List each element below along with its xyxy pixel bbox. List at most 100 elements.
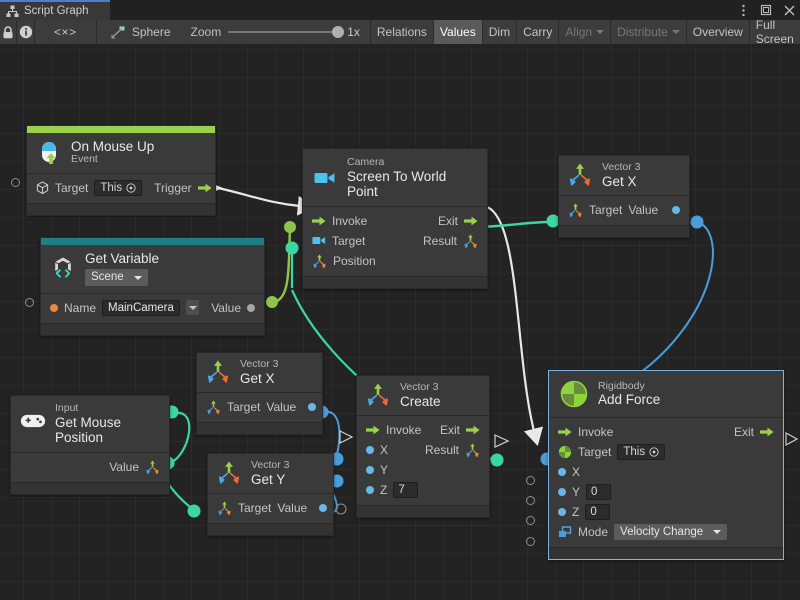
port-row-z[interactable]: Z 0 — [549, 502, 783, 522]
edge-arrow-create-exit — [494, 434, 510, 448]
value-port-dot[interactable] — [308, 402, 317, 411]
target-value-pill[interactable]: This — [94, 179, 143, 196]
info-icon[interactable] — [17, 20, 35, 44]
carry-button[interactable]: Carry — [517, 20, 560, 44]
invoke-label: Invoke — [578, 425, 614, 439]
port-row-target-value[interactable]: Target Value — [559, 200, 689, 220]
x-port-dot[interactable] — [558, 468, 566, 476]
dim-button[interactable]: Dim — [482, 20, 518, 44]
node-vector3-get-x-top[interactable]: Vector 3 Get X Target Value — [558, 155, 690, 238]
port-y-external[interactable] — [526, 496, 535, 505]
node-subtitle: Vector 3 — [400, 381, 439, 393]
port-row-invoke[interactable]: Invoke Exit — [357, 420, 489, 440]
x-port-dot[interactable] — [366, 445, 374, 454]
port-mode-external[interactable] — [526, 537, 535, 546]
node-rigidbody-add-force[interactable]: Rigidbody Add Force Invoke Exit Target T… — [526, 370, 784, 560]
zoom-slider-knob[interactable] — [332, 26, 345, 38]
port-row-target[interactable]: Target Result — [303, 231, 487, 251]
node-body: Target Value — [208, 492, 333, 523]
script-graph-tab[interactable]: Script Graph — [0, 0, 110, 20]
port-row-y[interactable]: Y 0 — [549, 482, 783, 502]
node-title: Get X — [602, 173, 637, 189]
z-input[interactable]: 7 — [393, 481, 419, 498]
fullscreen-button[interactable]: Full Screen — [749, 18, 800, 46]
y-input[interactable]: 0 — [586, 484, 612, 500]
z-input[interactable]: 0 — [585, 504, 611, 520]
flow-out-icon[interactable] — [760, 427, 774, 437]
node-on-mouse-up[interactable]: On Mouse Up Event Target This Trigger — [11, 125, 216, 216]
target-value-pill[interactable]: This — [617, 444, 666, 460]
port-row-mode[interactable]: Mode Velocity Change — [549, 522, 783, 542]
y-port-dot[interactable] — [558, 488, 566, 496]
port-row-target[interactable]: Target This Trigger — [27, 178, 215, 198]
node-body: Value — [11, 451, 169, 482]
values-button[interactable]: Values — [433, 20, 483, 44]
overview-button[interactable]: Overview — [686, 20, 750, 44]
mode-value: Velocity Change — [620, 526, 704, 538]
port-target-external[interactable] — [11, 178, 20, 187]
y-port-dot[interactable] — [366, 465, 374, 474]
zoom-slider[interactable] — [228, 26, 345, 38]
port-row-invoke[interactable]: Invoke Exit — [549, 422, 783, 442]
port-row-invoke[interactable]: Invoke Exit — [303, 211, 487, 231]
relations-button[interactable]: Relations — [369, 20, 434, 44]
port-row-target[interactable]: Target This — [549, 442, 783, 462]
zoom-control[interactable]: Zoom 1x — [181, 20, 370, 44]
node-footer — [303, 275, 487, 288]
port-row-x[interactable]: X Result — [357, 440, 489, 460]
flow-in-icon[interactable] — [366, 425, 380, 435]
value-port-dot[interactable] — [672, 205, 680, 214]
mode-dropdown[interactable]: Velocity Change — [614, 524, 728, 540]
node-footer — [11, 481, 169, 494]
graph-canvas[interactable]: On Mouse Up Event Target This Trigger — [0, 45, 800, 600]
align-dropdown[interactable]: Align — [559, 20, 612, 44]
distribute-dropdown[interactable]: Distribute — [611, 20, 687, 44]
target-label: Target — [332, 233, 366, 248]
graph-object-picker[interactable]: Sphere — [97, 20, 181, 44]
exit-label: Exit — [439, 422, 460, 437]
target-value: This — [623, 446, 646, 458]
node-vector3-get-y-mid[interactable]: Vector 3 Get Y Target Value — [207, 453, 334, 536]
variable-scope-value: Scene — [91, 271, 124, 284]
overview-label: Overview — [692, 25, 743, 39]
window-maximize-button[interactable] — [759, 3, 773, 17]
flow-out-icon[interactable] — [197, 183, 212, 193]
node-input-get-mouse-position[interactable]: Input Get Mouse Position Value — [10, 395, 170, 495]
port-row-z[interactable]: Z 7 — [357, 480, 489, 500]
flow-out-icon[interactable] — [466, 425, 480, 435]
name-port-dot[interactable] — [50, 303, 58, 312]
window-menu-button[interactable] — [736, 3, 750, 17]
window-close-button[interactable] — [782, 3, 796, 17]
node-camera-screen-to-world-point[interactable]: Camera Screen To World Point Invoke Exit… — [302, 148, 488, 289]
lock-icon[interactable] — [0, 20, 18, 44]
port-row-value[interactable]: Value — [11, 457, 169, 477]
rigidbody-icon — [559, 379, 589, 409]
node-get-variable[interactable]: Get Variable Scene Name MainCamera Value — [25, 237, 265, 336]
port-z-external[interactable] — [526, 516, 535, 525]
value-port-dot[interactable] — [319, 503, 328, 512]
z-port-dot[interactable] — [558, 508, 566, 516]
code-icon[interactable]: <×> — [34, 20, 97, 44]
node-vector3-create[interactable]: Vector 3 Create Invoke Exit X Result — [356, 375, 490, 518]
node-vector3-get-x-mid[interactable]: Vector 3 Get X Target Value — [196, 352, 323, 435]
port-row-x[interactable]: X — [549, 462, 783, 482]
flow-in-icon[interactable] — [558, 427, 572, 437]
port-row-name[interactable]: Name MainCamera Value — [41, 298, 264, 318]
port-row-y[interactable]: Y — [357, 460, 489, 480]
z-port-dot[interactable] — [366, 485, 374, 494]
port-row-position[interactable]: Position — [303, 251, 487, 271]
port-name-external[interactable] — [25, 298, 34, 307]
variable-name-field[interactable]: MainCamera — [102, 299, 180, 316]
node-header: On Mouse Up Event — [27, 133, 215, 173]
variable-scope-dropdown[interactable]: Scene — [85, 269, 148, 286]
port-row-target-value[interactable]: Target Value — [197, 397, 322, 417]
align-label: Align — [565, 25, 593, 39]
value-port-dot[interactable] — [247, 303, 255, 312]
port-row-target-value[interactable]: Target Value — [208, 498, 333, 518]
target-picker-icon — [649, 447, 659, 457]
flow-out-icon[interactable] — [464, 216, 478, 226]
port-x-external[interactable] — [526, 476, 535, 485]
flow-in-icon[interactable] — [312, 216, 326, 226]
value-label: Value — [211, 300, 241, 315]
variable-name-dropdown[interactable] — [185, 300, 200, 316]
